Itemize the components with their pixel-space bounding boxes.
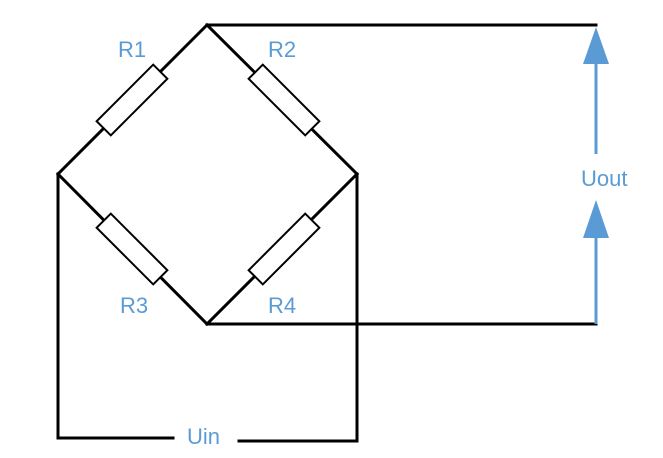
bridge-wires [55,22,360,327]
label-uout: Uout [581,166,627,191]
uout-lower-arrowhead-icon [583,200,609,238]
resistor-r4 [247,212,321,286]
labels: R1 R2 R3 R4 Uin Uout [118,37,627,449]
input-wires [56,172,359,443]
label-r3: R3 [120,293,148,318]
output-wires [205,23,598,326]
resistor-r3 [95,212,169,286]
label-uin: Uin [187,424,220,449]
resistors [95,63,321,286]
label-r1: R1 [118,37,146,62]
label-r2: R2 [268,37,296,62]
resistor-r1 [95,63,169,137]
wire-input-right [237,172,359,443]
wire-input-left [56,172,175,440]
uout-upper-arrowhead-icon [583,27,609,64]
label-r4: R4 [268,293,296,318]
uout-arrows [583,27,609,324]
resistor-r2 [247,63,321,137]
